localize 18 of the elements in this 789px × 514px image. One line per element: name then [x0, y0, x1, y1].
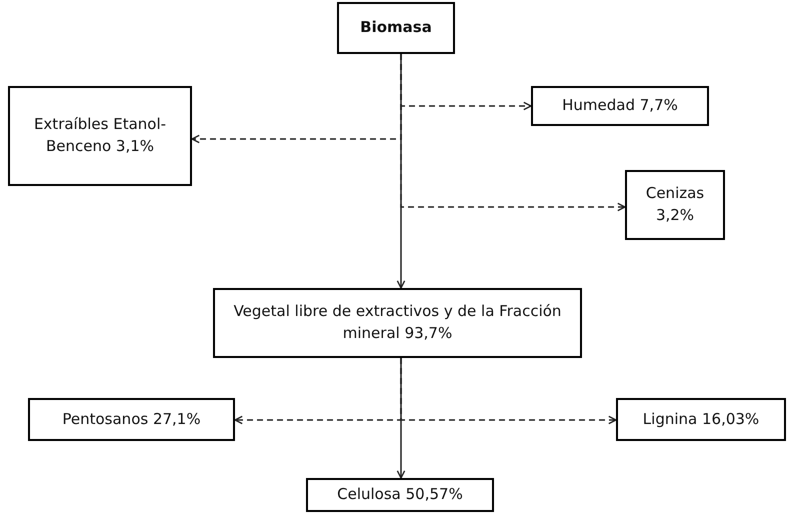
- box-label: Lignina 16,03%: [642, 408, 760, 430]
- box-label: Pentosanos 27,1%: [62, 408, 201, 430]
- box-label: Vegetal libre de extractivos y de la Fracción mineral 93,7%: [232, 301, 562, 344]
- box-label: Extraíbles Etanol-Benceno 3,1%: [32, 114, 168, 157]
- arrow: [400, 358, 617, 424]
- process-box: [531, 86, 709, 126]
- process-box: [306, 478, 494, 512]
- box-label: Celulosa 50,57%: [337, 484, 463, 506]
- box-label: Cenizas 3,2%: [644, 183, 706, 226]
- box-label: Humedad 7,7%: [562, 95, 678, 116]
- process-box: [28, 398, 235, 441]
- process-box: [8, 86, 192, 186]
- process-box: [337, 2, 455, 54]
- process-box: [616, 398, 786, 441]
- process-box: [213, 288, 582, 358]
- arrow: [400, 54, 626, 212]
- box-label: Biomasa: [360, 17, 432, 38]
- process-box: [625, 170, 725, 240]
